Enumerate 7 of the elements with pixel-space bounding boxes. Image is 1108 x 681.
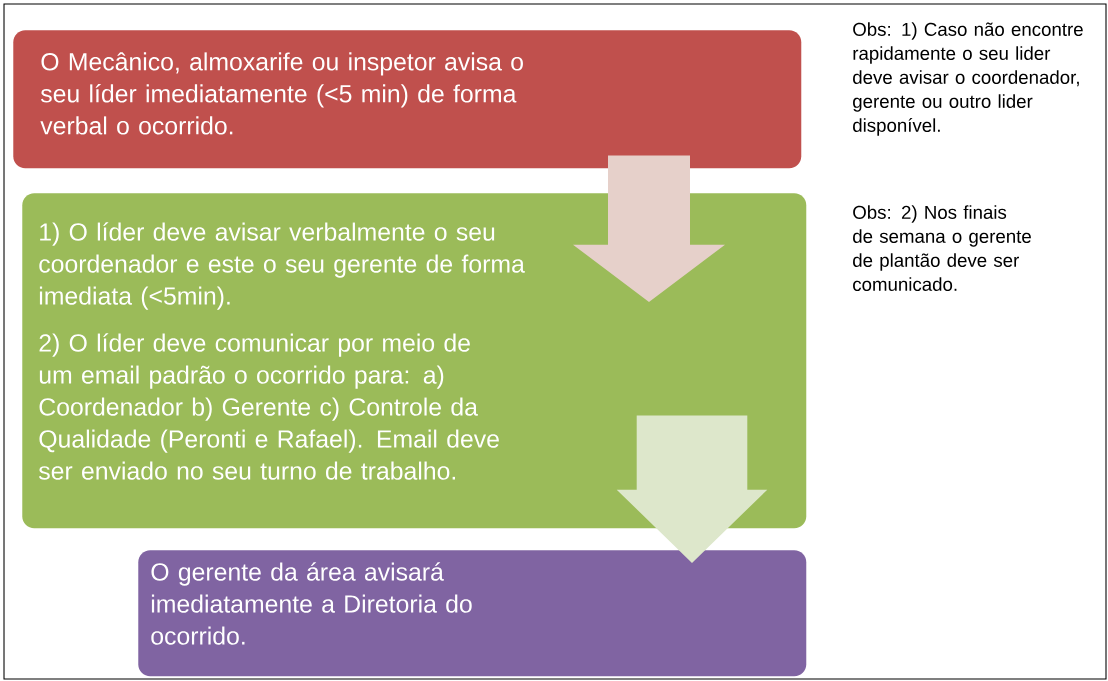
- block-arrow: [573, 155, 725, 302]
- process-box: 1) O líder deve avisar verbalmente o seu coordenador e este o seu gerente de forma imediata (<5min). 2) O líder deve comunicar por meio de um email padrão o ocorrido para: a) Coordenador b) Gerente c) Controle da Qualidade (Peronti e Rafael). Email deve ser enviado no seu turno de trabalho.: [22, 193, 807, 529]
- note-text: Obs: 2) Nos finais de semana o gerente de plantão deve ser comunicado.: [853, 205, 1031, 291]
- note-text: Obs: 1) Caso não encontre rapidamente o seu lider deve avisar o coordenador, gerente ou outro lider disponível.: [853, 22, 1083, 136]
- process-box: O Mecânico, almoxarife ou inspetor avisa o seu líder imediatamente (<5 min) de forma verbal o ocorrido.: [13, 30, 802, 169]
- block-arrow: [616, 415, 768, 563]
- process-box: O gerente da área avisará imediatamente a Diretoria do ocorrido.: [138, 550, 807, 677]
